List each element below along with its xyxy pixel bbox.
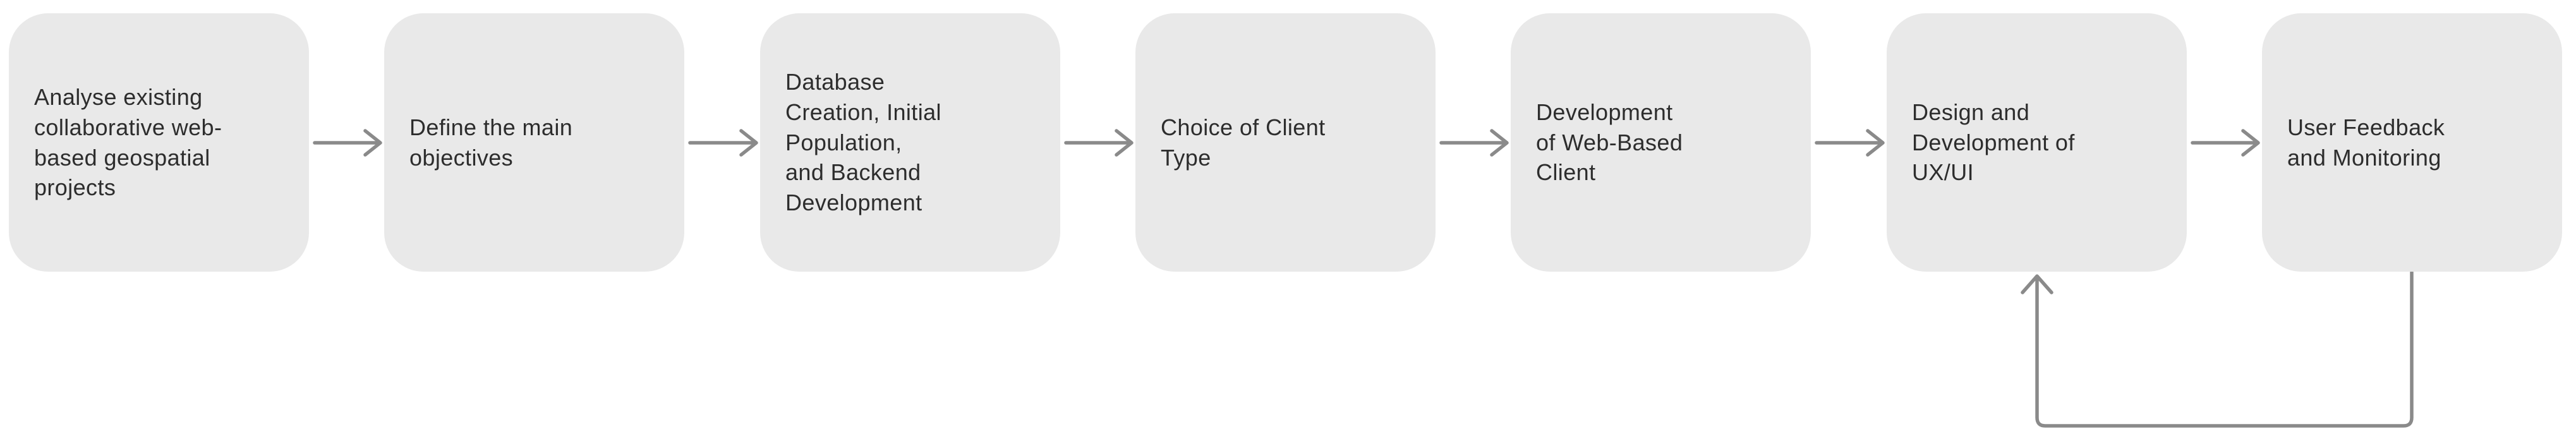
flow-step-analyse-projects: Analyse existing collaborative web- base… — [9, 13, 309, 272]
flow-step-label: User Feedback and Monitoring — [2287, 114, 2445, 171]
flow-step-ux-ui: Design and Development of UX/UI — [1887, 13, 2187, 272]
flow-step-user-feedback: User Feedback and Monitoring — [2262, 13, 2562, 272]
flow-step-label: Design and Development of UX/UI — [1912, 99, 2075, 186]
feedback-loop-arrow — [2021, 270, 2414, 428]
flow-step-label: Define the main objectives — [409, 114, 573, 171]
arrow-right-icon-step2-step3 — [688, 129, 758, 157]
arrow-right-icon-step3-step4 — [1064, 129, 1134, 157]
arrow-right-icon-step4-step5 — [1439, 129, 1509, 157]
flow-step-client-type: Choice of Client Type — [1135, 13, 1436, 272]
flow-step-label: Choice of Client Type — [1161, 114, 1326, 171]
arrow-right-icon-step5-step6 — [1815, 129, 1885, 157]
flow-step-database-backend: Database Creation, Initial Population, a… — [760, 13, 1060, 272]
flow-step-label: Database Creation, Initial Population, a… — [785, 68, 941, 216]
arrow-right-icon-step6-step7 — [2191, 129, 2260, 157]
flow-step-web-client: Development of Web-Based Client — [1511, 13, 1811, 272]
flow-step-label: Development of Web-Based Client — [1536, 99, 1683, 186]
flow-step-define-objectives: Define the main objectives — [384, 13, 684, 272]
flow-step-label: Analyse existing collaborative web- base… — [34, 83, 222, 201]
arrow-right-icon-step1-step2 — [313, 129, 382, 157]
